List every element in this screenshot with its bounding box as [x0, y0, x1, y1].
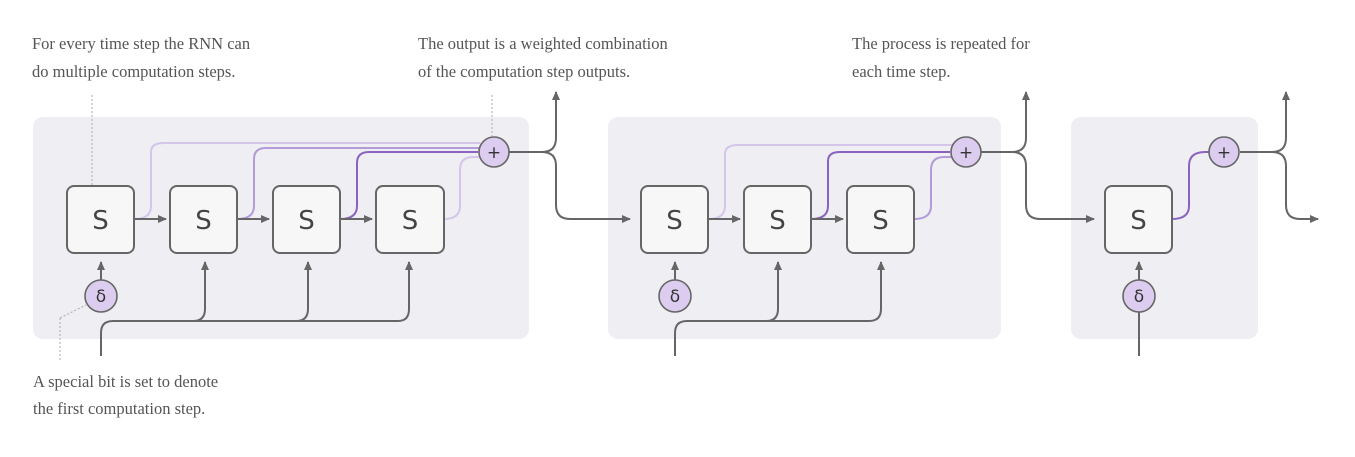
weight-path-step1-4	[443, 156, 479, 220]
weight-path-step1-3	[339, 151, 478, 220]
annotation-repeated-line1: The process is repeated for	[852, 34, 1030, 53]
sum-symbol: +	[487, 143, 501, 163]
flag-symbol: δ	[96, 287, 106, 307]
s-box-label: S	[769, 206, 786, 236]
weight-path-step2-3	[913, 156, 952, 220]
annotation-special-bit-line2: the first computation step.	[33, 399, 205, 418]
weight-path-step2-1	[707, 144, 953, 220]
sum-node-t3: +	[1208, 136, 1240, 168]
s-box-label: S	[195, 206, 212, 236]
s-box-t1-1: S	[66, 185, 135, 254]
s-box-label: S	[666, 206, 683, 236]
flag-node-t3: δ	[1122, 279, 1156, 313]
output-weight-paths	[133, 142, 1209, 220]
weight-path-step1-2	[236, 147, 480, 220]
annotations: For every time step the RNN can do multi…	[32, 34, 1030, 418]
sum-symbol: +	[959, 143, 973, 163]
s-box-t1-2: S	[169, 185, 238, 254]
s-box-label: S	[402, 206, 419, 236]
annotation-multi-step-line1: For every time step the RNN can	[32, 34, 250, 53]
s-box-t2-1: S	[640, 185, 709, 254]
annotation-weighted-line2: of the computation step outputs.	[418, 62, 630, 81]
flag-symbol: δ	[670, 287, 680, 307]
flag-node-t1: δ	[84, 279, 118, 313]
sum-symbol: +	[1217, 143, 1231, 163]
state-and-input-arrows	[97, 91, 1319, 356]
s-box-t2-2: S	[743, 185, 812, 254]
s-boxes: S S S S S S S S	[66, 185, 1173, 254]
weight-path-step3-1	[1171, 151, 1209, 220]
sum-node-t2: +	[950, 136, 982, 168]
s-box-label: S	[872, 206, 889, 236]
s-box-label: S	[298, 206, 315, 236]
annotation-multi-step-line2: do multiple computation steps.	[32, 62, 235, 81]
flag-nodes: δ δ δ	[84, 279, 1156, 313]
s-box-t1-4: S	[375, 185, 445, 254]
s-box-t3-1: S	[1104, 185, 1173, 254]
weight-path-step2-2	[810, 151, 950, 220]
sum-nodes: + + +	[478, 136, 1240, 168]
annotation-repeated-line2: each time step.	[852, 62, 951, 81]
annotation-special-bit-line1: A special bit is set to denote	[33, 372, 218, 391]
annotation-weighted-line1: The output is a weighted combination	[418, 34, 668, 53]
annotation-leaders	[59, 95, 493, 360]
s-box-t2-3: S	[846, 185, 915, 254]
weight-path-step1-1	[133, 142, 480, 220]
flag-symbol: δ	[1134, 287, 1144, 307]
sum-node-t1: +	[478, 136, 510, 168]
flag-node-t2: δ	[658, 279, 692, 313]
s-box-t1-3: S	[272, 185, 341, 254]
s-box-label: S	[92, 206, 109, 236]
s-box-label: S	[1130, 206, 1147, 236]
